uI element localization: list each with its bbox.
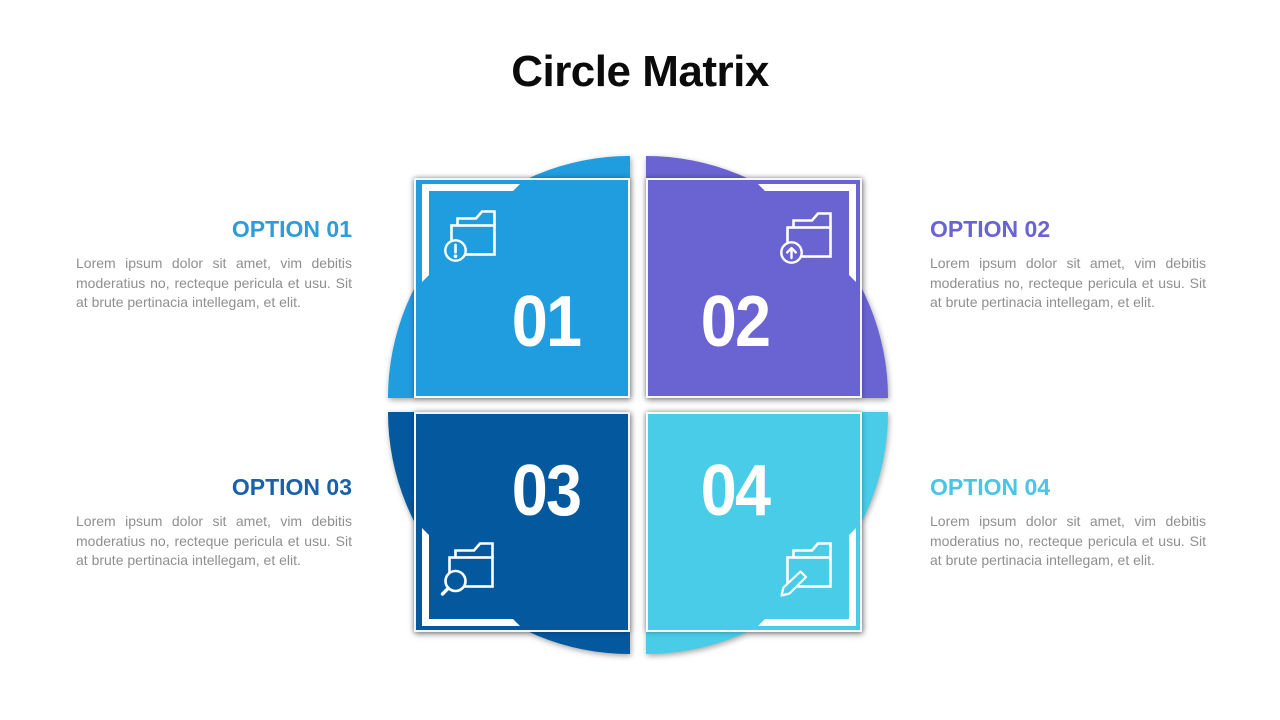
- option-01-block: OPTION 01 Lorem ipsum dolor sit amet, vi…: [76, 216, 352, 313]
- folder-search-icon: [440, 542, 494, 596]
- quadrant-number-02: 02: [700, 282, 771, 362]
- option-02-block: OPTION 02 Lorem ipsum dolor sit amet, vi…: [930, 216, 1206, 313]
- quadrant-04: 04: [646, 412, 888, 654]
- option-04-label: OPTION 04: [930, 474, 1051, 500]
- quadrant-03: 03: [388, 412, 630, 654]
- option-03-description: Lorem ipsum dolor sit amet, vim debitis …: [76, 513, 352, 569]
- option-01-label: OPTION 01: [231, 216, 352, 242]
- option-01-description: Lorem ipsum dolor sit amet, vim debitis …: [76, 255, 352, 311]
- folder-warning-icon: [444, 210, 496, 262]
- page-title: Circle Matrix: [511, 47, 769, 96]
- option-03-label: OPTION 03: [231, 474, 352, 500]
- quadrant-number-03: 03: [511, 451, 582, 531]
- option-02-description: Lorem ipsum dolor sit amet, vim debitis …: [930, 255, 1206, 311]
- quadrant-number-04: 04: [700, 451, 771, 531]
- quadrant-01: 01: [388, 156, 630, 398]
- square-03: [414, 412, 630, 632]
- folder-edit-icon: [780, 542, 832, 597]
- folder-upload-icon: [780, 212, 832, 264]
- option-04-block: OPTION 04 Lorem ipsum dolor sit amet, vi…: [930, 474, 1206, 571]
- option-02-label: OPTION 02: [930, 216, 1051, 242]
- square-04: [646, 412, 862, 632]
- option-03-block: OPTION 03 Lorem ipsum dolor sit amet, vi…: [76, 474, 352, 571]
- option-04-description: Lorem ipsum dolor sit amet, vim debitis …: [930, 513, 1206, 569]
- quadrant-number-01: 01: [511, 282, 582, 362]
- quadrant-02: 02: [646, 156, 888, 398]
- square-01: [414, 178, 630, 398]
